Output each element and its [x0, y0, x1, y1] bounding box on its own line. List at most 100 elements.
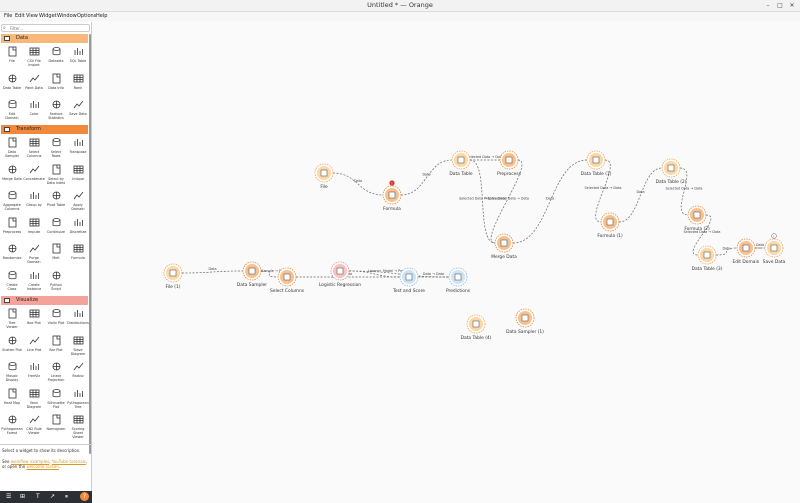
link-formula-data_table[interactable]: [400, 159, 453, 196]
menu-widget[interactable]: Widget: [39, 13, 57, 19]
widget-pythagorean-forest[interactable]: Pythagorean Forest: [1, 414, 23, 435]
workflow-examples-link[interactable]: workflow examples: [10, 459, 50, 464]
node-data-sampler[interactable]: Data Sampler: [237, 261, 267, 288]
link-data_table-merge_data[interactable]: [469, 159, 496, 244]
widget-pythagorean-tree[interactable]: Pythagorean Tree: [67, 388, 89, 409]
widget-impute[interactable]: Impute: [23, 217, 45, 234]
link-merge_data-data_table_1[interactable]: [512, 159, 588, 244]
link-data_table_2-formula_2[interactable]: [679, 167, 689, 216]
link-formula_1-data_table_2[interactable]: [618, 167, 663, 223]
pause-button[interactable]: ⏸: [65, 493, 69, 500]
widget-apply-domain[interactable]: Apply Domain: [67, 190, 89, 211]
widget-feature-statistics[interactable]: Feature Statistics: [45, 99, 67, 120]
widget-silhouette-plot[interactable]: Silhouette Plot: [45, 388, 67, 409]
node-data-table-1[interactable]: Data Table (1): [581, 150, 612, 177]
widget-bar-plot[interactable]: Bar Plot: [45, 335, 67, 352]
menu-file[interactable]: File: [4, 13, 13, 19]
widget-sieve-diagram[interactable]: Sieve Diagram: [67, 335, 89, 356]
widget-data-info[interactable]: Data Info: [45, 73, 67, 90]
widget-preprocess[interactable]: Preprocess: [1, 217, 23, 234]
widget-sql-table[interactable]: SQL Table: [67, 46, 89, 63]
widget-color[interactable]: Color: [23, 99, 45, 116]
widget-concatenate[interactable]: Concatenate: [23, 164, 45, 181]
widget-save-data[interactable]: Save Data: [67, 99, 89, 116]
menu-edit[interactable]: Edit: [15, 13, 25, 19]
widget-mosaic-display[interactable]: Mosaic Display: [1, 361, 23, 382]
widget-nomogram[interactable]: Nomogram: [45, 414, 67, 431]
widget-csv-file-import[interactable]: CSV File Import: [23, 46, 45, 67]
widget-edit-domain[interactable]: Edit Domain: [1, 99, 23, 120]
widget-create-instance[interactable]: Create Instance: [23, 270, 45, 291]
menu-window[interactable]: Window: [57, 13, 77, 19]
widget-continuize[interactable]: Continuize: [45, 217, 67, 234]
toggle-toolbox-button[interactable]: ☰: [6, 493, 12, 500]
widget-python-script[interactable]: Python Script: [45, 270, 67, 291]
widget-scatter-plot[interactable]: Scatter Plot: [1, 335, 23, 352]
widget-datasets[interactable]: Datasets: [45, 46, 67, 63]
widget-purge-domain[interactable]: Purge Domain: [23, 243, 45, 264]
widget-discretize[interactable]: Discretize: [67, 217, 89, 234]
help-button[interactable]: ?: [80, 492, 89, 501]
menu-view[interactable]: View: [26, 13, 38, 19]
widget-scoring-sheet-viewer[interactable]: Scoring Sheet Viewer: [67, 414, 89, 439]
widget-data-sampler[interactable]: Data Sampler: [1, 137, 23, 158]
node-save-data[interactable]: Save Data: [763, 238, 786, 265]
widget-venn-diagram[interactable]: Venn Diagram: [23, 388, 45, 409]
link-file_1-data_sampler[interactable]: [181, 270, 244, 274]
node-file[interactable]: File: [314, 163, 334, 190]
widget-freeviz[interactable]: FreeViz: [23, 361, 45, 378]
category-transform[interactable]: Transform: [1, 125, 88, 134]
widget-filter-input[interactable]: [10, 25, 88, 31]
node-predictions[interactable]: Predictions: [446, 267, 471, 294]
node-logistic-regression[interactable]: Logistic Regression: [319, 261, 361, 288]
node-formula-2[interactable]: Formula (2): [684, 205, 710, 232]
node-select-columns[interactable]: Select Columns: [270, 267, 305, 294]
widget-formula[interactable]: Formula: [67, 243, 89, 260]
widget-aggregate-columns[interactable]: Aggregate Columns: [1, 190, 23, 211]
widget-radviz[interactable]: Radviz: [67, 361, 89, 378]
link-formula_2-data_table_3[interactable]: [692, 214, 712, 256]
widget-create-class[interactable]: Create Class: [1, 270, 23, 291]
widget-randomize[interactable]: Randomize: [1, 243, 23, 260]
widget-unique[interactable]: Unique: [67, 164, 89, 181]
widget-heat-map[interactable]: Heat Map: [1, 388, 23, 405]
node-formula-1[interactable]: Formula (1): [597, 212, 623, 239]
widget-linear-projection[interactable]: Linear Projection: [45, 361, 67, 382]
widget-group-by[interactable]: Group by: [23, 190, 45, 207]
link-data_table_3-edit_domain[interactable]: [715, 247, 738, 256]
widget-box-plot[interactable]: Box Plot: [23, 308, 45, 325]
widget-select-columns[interactable]: Select Columns: [23, 137, 45, 158]
node-data-table-2[interactable]: Data Table (2): [656, 158, 687, 185]
widget-transpose[interactable]: Transpose: [67, 137, 89, 154]
node-merge-data[interactable]: Merge Data: [491, 233, 517, 260]
link-preprocess-merge_data[interactable]: [490, 159, 523, 244]
menu-options[interactable]: Options: [77, 13, 97, 19]
widget-search[interactable]: ⌕: [1, 24, 90, 32]
link-logistic_regression-predictions[interactable]: [348, 270, 450, 278]
widget-cn2-rule-viewer[interactable]: CN2 Rule Viewer: [23, 414, 45, 435]
node-file-1[interactable]: File (1): [163, 263, 183, 290]
node-data-table-4[interactable]: Data Table (4): [461, 314, 492, 341]
widget-data-table[interactable]: Data Table: [1, 73, 23, 90]
widget-violin-plot[interactable]: Violin Plot: [45, 308, 67, 325]
category-data[interactable]: Data: [1, 34, 88, 43]
link-data_table_1-formula_1[interactable]: [595, 159, 611, 223]
link-logistic_regression-test_and_score[interactable]: [348, 270, 401, 278]
minimize-button[interactable]: –: [766, 2, 770, 9]
link-data_sampler-select_columns[interactable]: [260, 270, 279, 278]
node-data-table[interactable]: Data Table: [449, 150, 473, 177]
close-button[interactable]: ✕: [789, 2, 795, 9]
node-data-table-3[interactable]: Data Table (3): [692, 245, 723, 272]
widget-rank[interactable]: Rank: [67, 73, 89, 90]
link-file-formula[interactable]: [332, 172, 384, 196]
node-formula[interactable]: Formula: [382, 185, 402, 212]
widget-paint-data[interactable]: Paint Data: [23, 73, 45, 90]
widget-line-plot[interactable]: Line Plot: [23, 335, 45, 352]
node-data-sampler-1[interactable]: Data Sampler (1): [506, 308, 544, 335]
toolbox-scrollbar[interactable]: [89, 34, 91, 454]
add-arrow-button[interactable]: ↗: [50, 493, 56, 500]
widget-tree-viewer[interactable]: Tree Viewer: [1, 308, 23, 329]
widget-merge-data[interactable]: Merge Data: [1, 164, 23, 181]
node-preprocess[interactable]: Preprocess: [497, 150, 522, 177]
